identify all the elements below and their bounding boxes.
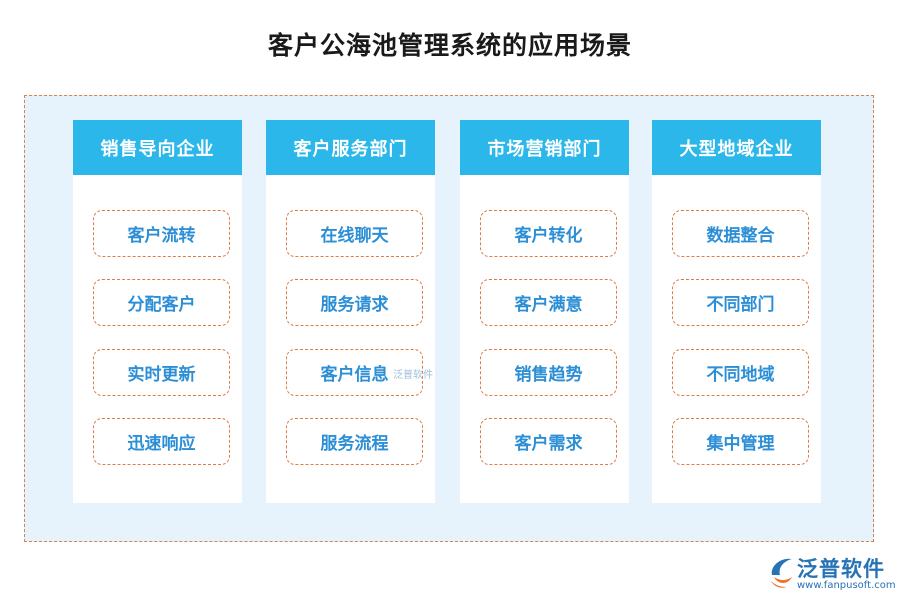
scenario-column: 销售导向企业客户流转分配客户实时更新迅速响应	[73, 120, 242, 503]
brand-name: 泛普软件	[797, 557, 885, 581]
scenario-item[interactable]: 客户流转	[93, 210, 230, 257]
column-header: 客户服务部门	[266, 120, 435, 175]
scenario-item[interactable]: 不同地域	[672, 349, 809, 396]
scenario-item[interactable]: 客户满意	[480, 279, 617, 326]
scenario-column: 大型地域企业数据整合不同部门不同地域集中管理	[652, 120, 821, 503]
scenario-item[interactable]: 不同部门	[672, 279, 809, 326]
scenario-item[interactable]: 服务请求	[286, 279, 423, 326]
scenario-columns: 销售导向企业客户流转分配客户实时更新迅速响应客户服务部门在线聊天服务请求客户信息…	[25, 96, 873, 541]
fanpu-logo-icon	[771, 558, 792, 588]
scenario-item[interactable]: 服务流程	[286, 418, 423, 465]
scenario-item[interactable]: 客户转化	[480, 210, 617, 257]
scenario-item[interactable]: 集中管理	[672, 418, 809, 465]
scenario-item[interactable]: 客户信息	[286, 349, 423, 396]
scenario-item[interactable]: 销售趋势	[480, 349, 617, 396]
scenario-panel: 销售导向企业客户流转分配客户实时更新迅速响应客户服务部门在线聊天服务请求客户信息…	[24, 95, 874, 542]
scenario-item[interactable]: 实时更新	[93, 349, 230, 396]
scenario-item[interactable]: 数据整合	[672, 210, 809, 257]
scenario-item[interactable]: 客户需求	[480, 418, 617, 465]
column-header: 大型地域企业	[652, 120, 821, 175]
page-title: 客户公海池管理系统的应用场景	[267, 31, 632, 60]
scenario-column: 市场营销部门客户转化客户满意销售趋势客户需求	[460, 120, 629, 503]
column-header: 销售导向企业	[73, 120, 242, 175]
scenario-column: 客户服务部门在线聊天服务请求客户信息服务流程	[266, 120, 435, 503]
brand-logo-block: 泛普软件 www.fanpusoft.com	[768, 553, 896, 595]
column-header: 市场营销部门	[460, 120, 629, 175]
scenario-item[interactable]: 在线聊天	[286, 210, 423, 257]
scenario-item[interactable]: 迅速响应	[93, 418, 230, 465]
scenario-item[interactable]: 分配客户	[93, 279, 230, 326]
brand-url: www.fanpusoft.com	[797, 580, 896, 591]
watermark: 泛普软件	[393, 370, 433, 381]
